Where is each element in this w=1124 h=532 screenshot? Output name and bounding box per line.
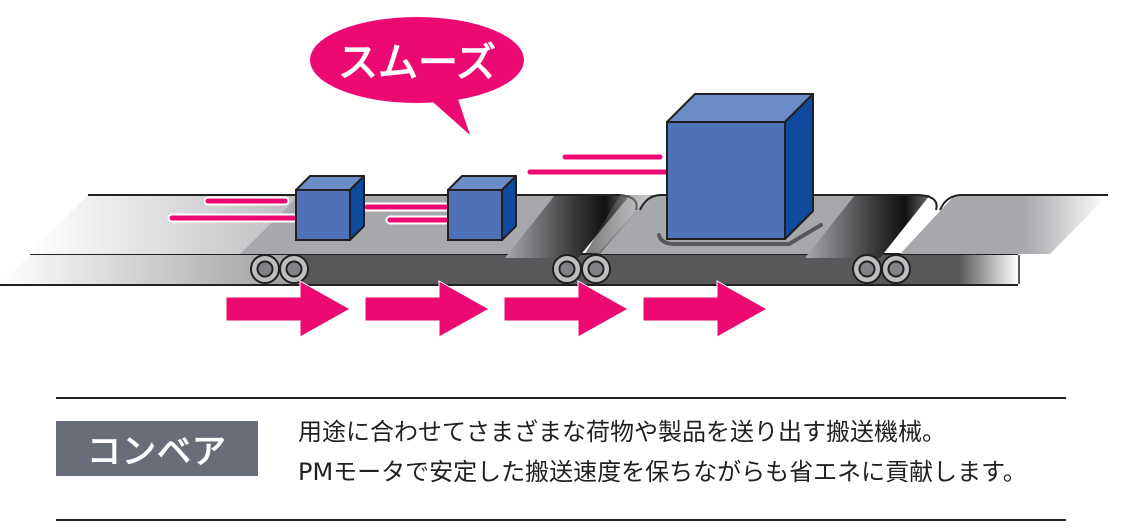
conveyor-illustration: スムーズ [0, 17, 1108, 338]
divider-top [56, 397, 1066, 399]
large-box [657, 93, 823, 246]
small-box-2 [447, 175, 517, 241]
motion-arrow [642, 280, 769, 338]
roller [250, 254, 280, 284]
description-line-1: 用途に合わせてさまざまな荷物や製品を送り出す搬送機械。 [298, 418, 946, 446]
roller [279, 254, 309, 284]
divider-bottom [56, 519, 1066, 521]
motion-arrows [225, 280, 769, 338]
speech-bubble-text: スムーズ [338, 40, 496, 86]
motion-arrow [364, 280, 491, 338]
roller [581, 254, 611, 284]
title-text: コンベア [87, 432, 227, 472]
title-label: コンベア [56, 421, 258, 476]
motion-arrow [225, 280, 352, 338]
roller [881, 254, 911, 284]
roller [852, 254, 882, 284]
rollers [250, 254, 911, 284]
motion-arrow [503, 280, 630, 338]
description-line-2: PMモータで安定した搬送速度を保ちながらも省エネに貢献します。 [298, 458, 1027, 486]
small-box-1 [295, 175, 365, 241]
speed-lines [167, 152, 687, 225]
description: 用途に合わせてさまざまな荷物や製品を送り出す搬送機械。 PMモータで安定した搬送… [298, 412, 1027, 492]
belt-segment-3 [900, 194, 1108, 254]
roller [552, 254, 582, 284]
speech-bubble: スムーズ [310, 17, 524, 135]
